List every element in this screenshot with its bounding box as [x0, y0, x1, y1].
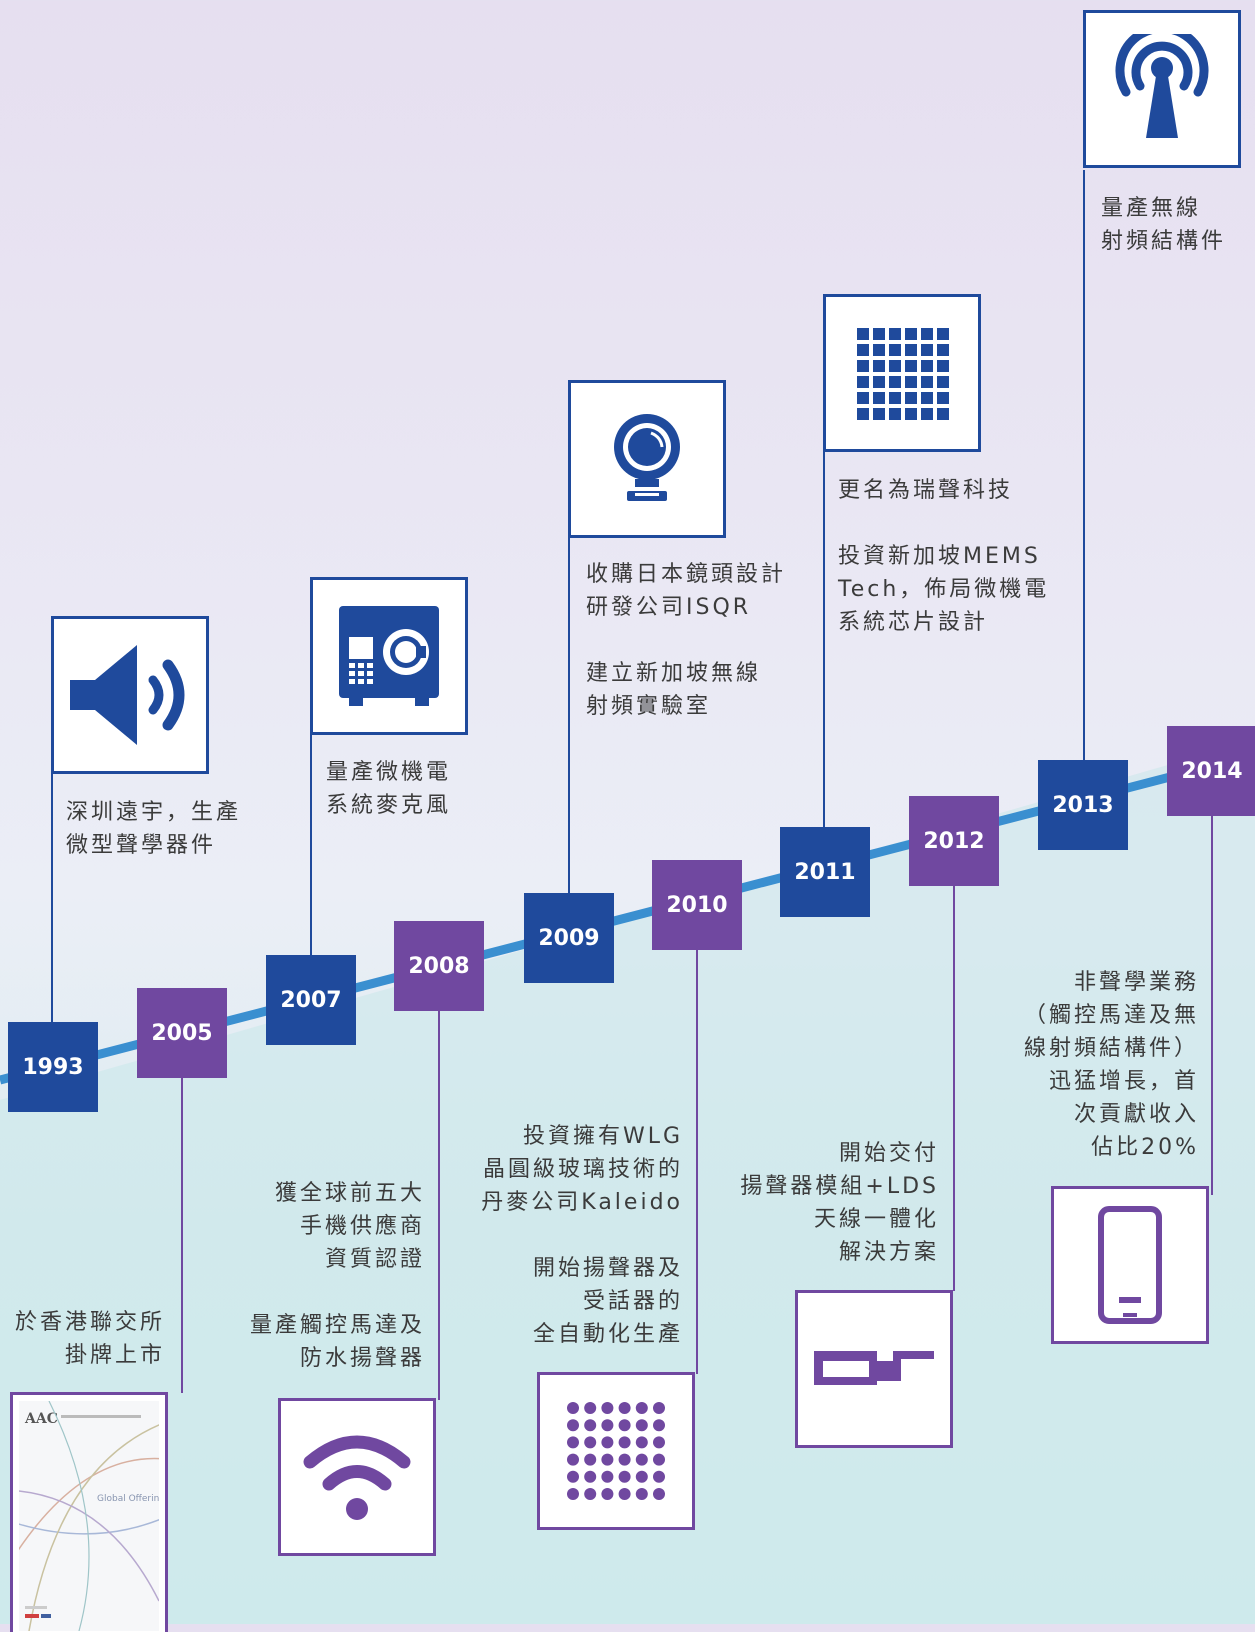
- text-2009-line2: 研發公司ISQR: [586, 595, 752, 620]
- text-2009-line1: 收購日本鏡頭設計: [586, 562, 787, 587]
- text-2012: 開始交付 揚聲器模組+LDS 天線一體化 解決方案: [740, 1137, 939, 1269]
- text-2011-line4: 系統芯片設計: [838, 610, 989, 635]
- connector-2010: [696, 947, 698, 1374]
- year-2013: 2013: [1038, 760, 1128, 850]
- connector-2012: [953, 885, 955, 1291]
- text-2005: 於香港聯交所 掛牌上市: [15, 1306, 165, 1372]
- text-2013-line2: 射頻結構件: [1101, 229, 1227, 254]
- text-2007-line1: 量產微機電: [326, 760, 452, 785]
- text-2014-line5: 次貢獻收入: [1073, 1102, 1199, 1127]
- text-2014-line3: 線射頻結構件）: [1023, 1036, 1199, 1061]
- year-2010: 2010: [652, 860, 742, 950]
- year-2012: 2012: [909, 796, 999, 886]
- connector-2011: [823, 452, 825, 828]
- connector-1993: [51, 774, 53, 1024]
- text-2008: 獲全球前五大 手機供應商 資質認證 量產觸控馬達及 防水揚聲器: [250, 1177, 425, 1375]
- speaker-icon: [70, 645, 185, 745]
- icon-box-2012: [795, 1290, 953, 1448]
- text-2011-line3: Tech，佈局微機電: [838, 577, 1050, 602]
- camera-lens-icon: [614, 414, 680, 501]
- text-2005-line2: 掛牌上市: [64, 1343, 165, 1368]
- text-2014-line1: 非聲學業務: [1073, 970, 1199, 995]
- text-2010-line5: 受話器的: [582, 1289, 683, 1314]
- text-1993-line1: 深圳遠宇，生產: [66, 800, 242, 825]
- icon-box-2014: [1051, 1186, 1209, 1344]
- text-2008-line4: 量產觸控馬達及: [249, 1313, 425, 1338]
- year-2007: 2007: [266, 955, 356, 1045]
- text-2011-line1: 更名為瑞聲科技: [838, 478, 1014, 503]
- year-1993: 1993: [8, 1022, 98, 1112]
- text-2008-line3: 資質認證: [324, 1247, 425, 1272]
- icon-box-2008: [278, 1398, 436, 1556]
- icon-box-2009: [568, 380, 726, 538]
- text-2009: 收購日本鏡頭設計 研發公司ISQR 建立新加坡無線 射頻實驗室: [586, 558, 786, 723]
- text-2011-line2: 投資新加坡MEMS: [838, 544, 1041, 569]
- icon-box-1993: [51, 616, 209, 774]
- text-2014: 非聲學業務 （觸控馬達及無 線射頻結構件） 迅猛增長，首 次貢獻收入 佔比20%: [1024, 966, 1199, 1164]
- icon-box-2013: [1083, 10, 1241, 168]
- prospectus-box-2005: AAC Global Offering: [10, 1392, 168, 1632]
- dot-array-icon: [567, 1402, 665, 1500]
- prospectus-cover: AAC Global Offering: [19, 1401, 159, 1631]
- text-2010-line2: 晶圓級玻璃技術的: [482, 1157, 683, 1182]
- connector-2014: [1211, 815, 1213, 1195]
- icon-box-2007: [310, 577, 468, 735]
- text-2010: 投資擁有WLG 晶圓級玻璃技術的 丹麥公司Kaleido 開始揚聲器及 受話器的…: [481, 1120, 683, 1351]
- wifi-icon: [303, 1435, 411, 1520]
- antenna-module-icon: [814, 1351, 934, 1385]
- text-2014-line2: （觸控馬達及無: [1023, 1003, 1199, 1028]
- text-2007: 量產微機電 系統麥克風: [326, 756, 451, 822]
- connector-2009: [568, 537, 570, 894]
- text-2009-line4: 射頻實驗室: [586, 694, 712, 719]
- text-2008-line1: 獲全球前五大: [274, 1181, 425, 1206]
- text-2010-line3: 丹麥公司Kaleido: [481, 1190, 683, 1215]
- connector-2005: [181, 1078, 183, 1393]
- year-2008: 2008: [394, 921, 484, 1011]
- text-2011: 更名為瑞聲科技 投資新加坡MEMS Tech，佈局微機電 系統芯片設計: [838, 474, 1049, 639]
- text-2009-line3: 建立新加坡無線: [586, 661, 762, 686]
- text-2010-line4: 開始揚聲器及: [532, 1256, 683, 1281]
- text-2012-line1: 開始交付: [838, 1141, 939, 1166]
- safe-microphone-icon: [339, 606, 439, 706]
- text-2007-line2: 系統麥克風: [326, 793, 452, 818]
- connector-2007: [310, 735, 312, 957]
- connector-2013: [1083, 170, 1085, 763]
- text-2005-line1: 於香港聯交所: [14, 1310, 165, 1335]
- year-2009: 2009: [524, 893, 614, 983]
- text-1993: 深圳遠宇，生產 微型聲學器件: [66, 796, 241, 862]
- text-2012-line2: 揚聲器模組+LDS: [740, 1174, 939, 1199]
- text-1993-line2: 微型聲學器件: [66, 833, 217, 858]
- icon-box-2011: [823, 294, 981, 452]
- year-2011: 2011: [780, 827, 870, 917]
- icon-box-2010: [537, 1372, 695, 1530]
- radio-tower-icon: [1115, 34, 1209, 138]
- text-2010-line6: 全自動化生產: [532, 1322, 683, 1347]
- text-2013: 量產無線 射頻結構件: [1101, 192, 1226, 258]
- smartphone-icon: [1098, 1206, 1162, 1324]
- text-2010-line1: 投資擁有WLG: [522, 1124, 683, 1149]
- year-2014: 2014: [1167, 726, 1255, 816]
- chip-grid-icon: [857, 328, 949, 420]
- text-2014-line4: 迅猛增長，首: [1048, 1069, 1199, 1094]
- text-2014-line6: 佔比20%: [1091, 1135, 1199, 1160]
- svg-text:Global Offering: Global Offering: [97, 1494, 159, 1504]
- text-2013-line1: 量產無線: [1101, 196, 1202, 221]
- text-2008-line2: 手機供應商: [299, 1214, 425, 1239]
- text-2008-line5: 防水揚聲器: [299, 1346, 425, 1371]
- connector-2008: [438, 1010, 440, 1400]
- text-2012-line3: 天線一體化: [813, 1207, 939, 1232]
- year-2005: 2005: [137, 988, 227, 1078]
- text-2012-line4: 解決方案: [838, 1240, 939, 1265]
- svg-text:AAC: AAC: [24, 1411, 58, 1427]
